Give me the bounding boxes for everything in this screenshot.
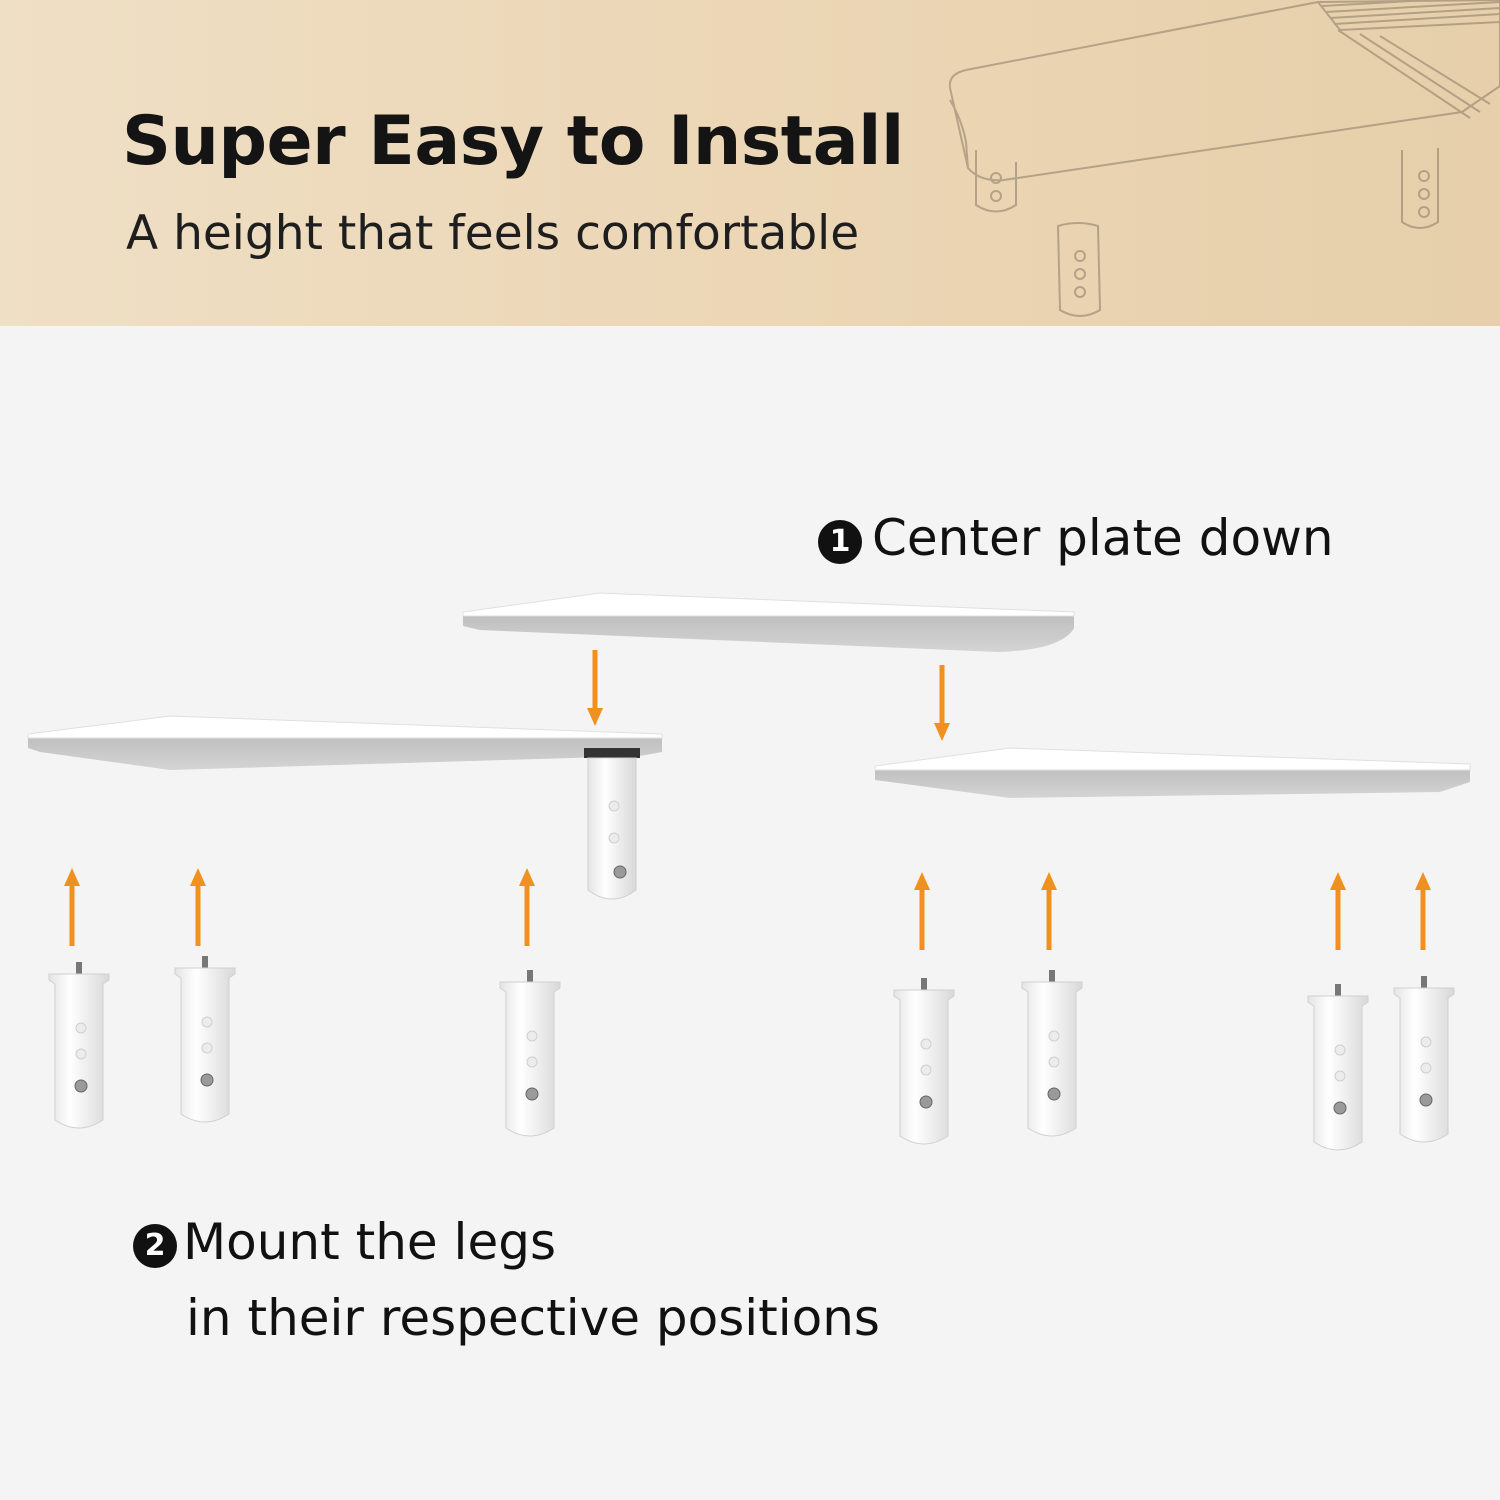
step-2-caption-line2: in their respective positions: [186, 1289, 880, 1347]
page-subtitle: A height that feels comfortable: [126, 206, 860, 261]
right-plate: [874, 747, 1471, 798]
step-2-badge: 2: [133, 1224, 177, 1268]
step-1-badge: 1: [818, 520, 862, 564]
step-2-text: Mount the legs: [183, 1213, 556, 1271]
monitor-stand-sketch: [948, 0, 1500, 317]
arrow-up-icon: [1330, 872, 1346, 950]
arrow-up-icon: [1041, 872, 1057, 950]
arrow-down-icon: [587, 650, 603, 726]
stand-leg: [1021, 969, 1083, 1137]
arrow-up-icon: [1415, 872, 1431, 950]
stand-leg: [1307, 983, 1369, 1151]
arrow-up-icon: [64, 868, 80, 946]
stand-leg: [174, 955, 236, 1123]
stand-leg: [48, 961, 110, 1129]
stand-leg: [1393, 975, 1455, 1143]
stand-leg: [499, 969, 561, 1137]
center-plate: [462, 592, 1075, 652]
arrow-up-icon: [190, 868, 206, 946]
arrow-up-icon: [519, 868, 535, 946]
stand-leg: [893, 977, 955, 1145]
step-1-text: Center plate down: [872, 509, 1334, 567]
page-title: Super Easy to Install: [122, 102, 904, 181]
arrow-down-icon: [934, 665, 950, 741]
left-plate: [27, 715, 663, 770]
mounted-leg: [587, 757, 637, 900]
header-banner: Super Easy to Install A height that feel…: [0, 0, 1500, 326]
assembly-illustration: [27, 592, 1471, 1151]
arrow-up-icon: [914, 872, 930, 950]
